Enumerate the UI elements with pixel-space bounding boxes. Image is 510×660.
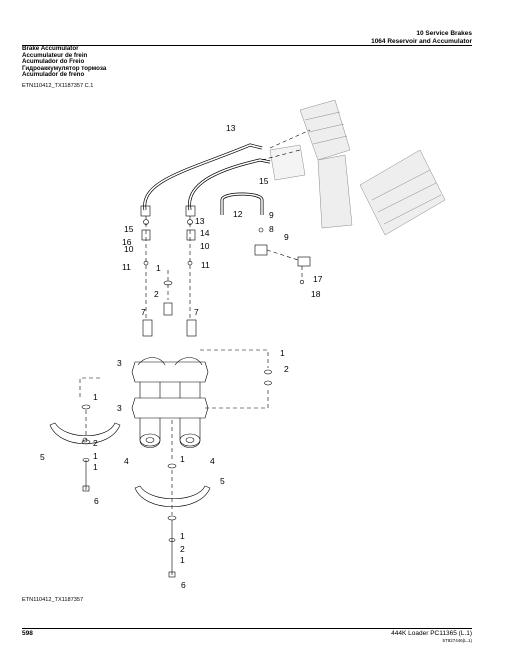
callout-10a: 10 <box>124 244 134 254</box>
callout-1f: 1 <box>180 454 185 464</box>
callout-2c: 2 <box>93 438 98 448</box>
callout-9b: 9 <box>284 232 289 242</box>
title-fr: Accumulateur de frein <box>22 51 88 59</box>
title-ru: Гидроаккумулятор тормоза <box>22 64 107 72</box>
callout-4b: 4 <box>210 456 215 466</box>
callout-1d: 1 <box>93 451 98 461</box>
title-en: Brake Accumulator <box>22 45 79 52</box>
callout-15b: 15 <box>124 224 134 234</box>
subsection-title: 1064 Reservoir and Accumulator <box>371 38 472 45</box>
callout-13b: 13 <box>195 216 205 226</box>
callout-1a: 1 <box>156 263 161 273</box>
callout-16: 16 <box>122 237 132 247</box>
callout-13a: 13 <box>226 123 236 133</box>
title-es: Acumulador de freno <box>22 71 85 79</box>
callout-4a: 4 <box>124 456 129 466</box>
callout-6b: 6 <box>181 580 186 590</box>
title-pt: Acumulador do Freio <box>22 58 85 66</box>
brake-pedal-assembly <box>269 99 446 236</box>
figure-ref-top: ETN110412_TX1187357 C.1 <box>22 83 94 89</box>
callout-11b: 11 <box>201 260 210 270</box>
callout-17: 17 <box>313 274 323 284</box>
callout-5a: 5 <box>40 452 45 462</box>
callout-1e: 1 <box>93 462 98 472</box>
callout-14: 14 <box>200 228 210 238</box>
header-rule <box>22 45 472 46</box>
callout-1c: 1 <box>93 392 98 402</box>
callout-10b: 10 <box>200 241 210 251</box>
section-title: 10 Service Brakes <box>416 30 472 37</box>
callout-15a: 15 <box>259 176 269 186</box>
callout-2d: 2 <box>180 544 185 554</box>
callout-18: 18 <box>311 289 321 299</box>
footer-doc: 444K Loader PC11365 (L.1) <box>391 630 472 637</box>
callout-3b: 3 <box>117 403 122 413</box>
callout-6a: 6 <box>94 496 99 506</box>
callout-2b: 2 <box>284 364 289 374</box>
callout-7b: 7 <box>194 307 199 317</box>
figure-ref-bottom: ETN110412_TX1187357 <box>22 597 84 603</box>
callout-1h: 1 <box>180 555 185 565</box>
callout-9a: 9 <box>269 210 274 220</box>
page-number: 598 <box>22 630 33 637</box>
footer-rule <box>22 628 472 629</box>
callout-1b: 1 <box>280 348 285 358</box>
callout-8: 8 <box>269 224 274 234</box>
callout-1g: 1 <box>180 531 185 541</box>
callout-labels: 13 15 15 16 13 14 12 9 8 9 10 10 11 11 1… <box>40 123 323 590</box>
callout-11a: 11 <box>122 262 131 272</box>
part-title-block: Brake Accumulator Accumulateur de frein … <box>22 45 107 79</box>
callout-3a: 3 <box>117 358 122 368</box>
callout-2a: 2 <box>154 289 159 299</box>
callout-7a: 7 <box>141 307 146 317</box>
callout-5b: 5 <box>220 476 225 486</box>
footer-code: 5T827446(L.1) <box>442 638 472 643</box>
callout-12: 12 <box>233 209 243 219</box>
